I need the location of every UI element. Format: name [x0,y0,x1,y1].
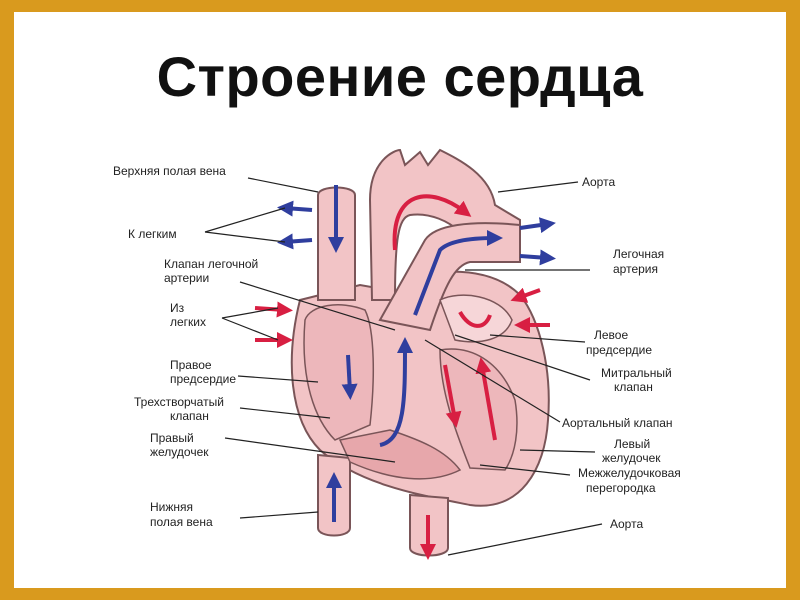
label-septum-2: перегородка [586,481,656,495]
label-left-atrium-2: предсердие [586,343,652,357]
label-pulmonary-artery-1: Легочная [613,247,664,261]
label-aorta-top: Аорта [582,175,615,189]
to-lungs-arrow-1 [277,200,313,217]
lv-down-arrow [443,364,462,428]
label-tricuspid-valve-2: клапан [170,409,209,423]
pulmonary-artery-flow-arrow [413,230,503,316]
label-to-lungs: К легким [128,227,177,241]
label-from-lungs-1: Из [170,301,185,315]
label-inferior-vena-cava-1: Нижняя [150,500,193,514]
label-right-atrium-1: Правое [170,358,212,372]
label-mitral-valve-2: клапан [614,380,653,394]
la-swirl-arrow [458,310,492,328]
lv-up-arrow [475,357,497,441]
label-right-ventricle-1: Правый [150,431,194,445]
label-inferior-vena-cava-2: полая вена [150,515,213,529]
left-atrium-shape [439,294,513,343]
label-right-atrium-2: предсердие [170,372,236,386]
page-title: Строение сердца [156,45,644,108]
leader-lines [204,177,603,556]
label-mitral-valve-1: Митральный [601,366,672,380]
heart-body [290,148,550,557]
label-pulmonary-valve-2: артерии [164,271,209,285]
to-lungs-arrow-2 [277,233,313,250]
aortic-arch-arrow [392,194,472,251]
label-left-atrium-1: Левое [594,328,628,342]
right-ventricle-shape [338,429,462,480]
pulmonary-artery-shape [378,222,521,332]
pa-out-arrow-1 [519,217,556,234]
aortic-arch-shape [368,148,521,301]
label-pulmonary-artery-2: артерия [613,262,658,276]
rv-up-arrow [379,337,413,447]
label-septum-1: Межжелудочковая [578,466,681,480]
pa-out-arrow-2 [519,249,556,266]
right-atrium-shape [303,304,374,441]
label-tricuspid-valve-1: Трехстворчатый [134,395,224,409]
ra-down-arrow [341,354,358,400]
label-superior-vena-cava: Верхняя полая вена [113,164,226,178]
label-right-ventricle-2: желудочек [150,445,209,459]
deoxygenated-flow-arrows [277,185,556,522]
from-lungs-arrow-3 [510,287,541,303]
label-from-lungs-2: легких [170,315,206,329]
label-left-ventricle-2: желудочек [602,451,661,465]
label-pulmonary-valve-1: Клапан легочной [164,257,258,271]
label-left-ventricle-1: Левый [614,437,650,451]
label-aorta-bottom: Аорта [610,517,643,531]
label-aortic-valve: Аортальный клапан [562,416,673,430]
